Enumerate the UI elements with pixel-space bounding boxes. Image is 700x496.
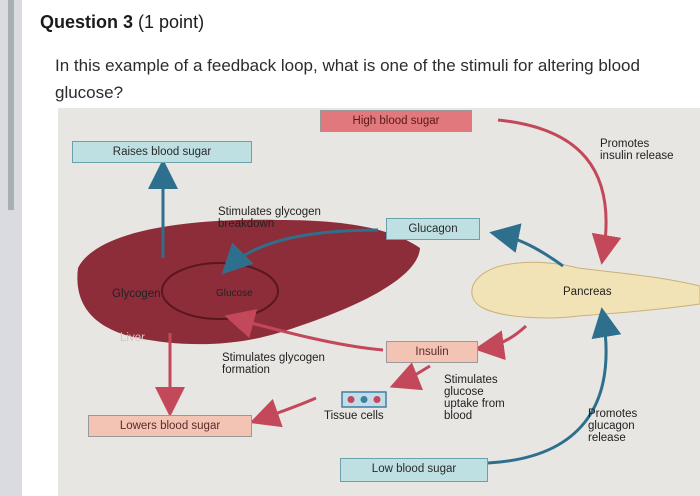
pancreas-label: Pancreas xyxy=(563,286,612,298)
promotes-insulin-release-label: Promotes insulin release xyxy=(600,138,674,162)
arrow-pancreas-to-insulin xyxy=(474,324,528,361)
arrow-tissue-to-lowers xyxy=(249,396,317,428)
scroll-thumb[interactable] xyxy=(8,0,14,210)
promotes-glucagon-release-label: Promotes glucagon release xyxy=(588,408,638,444)
diagram-graphics xyxy=(77,118,700,465)
lowers-blood-sugar-box: Lowers blood sugar xyxy=(88,415,252,437)
pancreas-shape xyxy=(471,261,700,319)
arrow-pancreas-to-glucagon xyxy=(489,223,564,268)
low-blood-sugar-box: Low blood sugar xyxy=(340,458,488,482)
arrow-high-to-pancreas xyxy=(497,118,622,265)
raises-blood-sugar-box: Raises blood sugar xyxy=(72,141,252,163)
arrow-glucagon-to-liver xyxy=(221,228,379,275)
glycogen-label: Glycogen xyxy=(112,288,161,300)
glucose-label: Glucose xyxy=(216,288,253,299)
stimulates-glucose-uptake-label: Stimulates glucose uptake from blood xyxy=(444,374,505,422)
stimulates-glycogen-breakdown-label: Stimulates glycogen breakdown xyxy=(218,206,321,230)
arrow-low-to-pancreas xyxy=(487,307,622,465)
insulin-box: Insulin xyxy=(386,341,478,363)
question-text: In this example of a feedback loop, what… xyxy=(55,56,640,102)
scroll-track[interactable] xyxy=(0,0,22,496)
stimulates-glycogen-formation-label: Stimulates glycogen formation xyxy=(222,352,325,376)
question-title: Question 3 xyxy=(40,12,134,32)
glucagon-box: Glucagon xyxy=(386,218,480,240)
glycogen-cycle-ring xyxy=(161,262,279,320)
arrow-insulin-to-liver xyxy=(224,309,384,352)
question-header: Question 3 (1 point) xyxy=(40,12,204,33)
tissue-cells-label: Tissue cells xyxy=(324,410,384,422)
high-blood-sugar-box: High blood sugar xyxy=(320,110,472,132)
liver-label: Liver xyxy=(120,332,145,344)
liver-shape xyxy=(77,219,420,345)
feedback-loop-diagram: High blood sugar Raises blood sugar Prom… xyxy=(58,108,700,496)
arrow-insulin-to-tissue xyxy=(389,362,431,391)
question-points: (1 point) xyxy=(138,12,205,32)
